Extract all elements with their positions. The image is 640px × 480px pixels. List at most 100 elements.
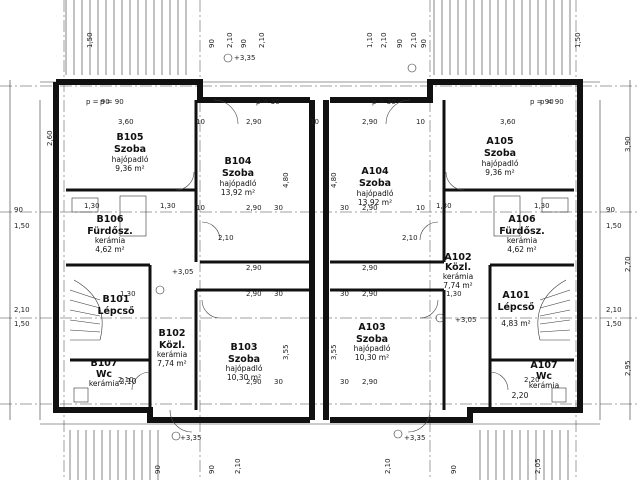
svg-text:2,90: 2,90 [246,204,262,212]
room-a103: A103 Szoba hajópadló 10,30 m² [354,322,391,362]
room-a104: A104 Szoba hajópadló 13,92 m² [357,166,394,207]
room-b101: B101 Lépcső [97,294,135,317]
svg-text:p = 90: p = 90 [100,98,124,106]
svg-text:90: 90 [606,206,615,214]
room-floor: kerámia [89,379,119,388]
svg-text:p = 90: p = 90 [530,98,554,106]
room-area: 9,36 m² [485,168,514,177]
svg-text:4,80: 4,80 [330,172,338,188]
room-name: Wc [96,369,112,380]
svg-text:90: 90 [420,39,428,48]
room-a106: A106 Fürdősz. kerámia 4,62 m² [499,214,545,254]
svg-text:2,90: 2,90 [246,378,262,386]
door-swings [131,99,509,433]
svg-text:1,30: 1,30 [160,202,176,210]
dimension-labels: 90 2,10 90 2,10 1,10 2,10 90 2,10 90 1,5… [14,32,632,474]
room-floor: kerámia [507,236,537,245]
bottom-louvres [69,430,569,480]
svg-text:p = 30: p = 30 [256,98,280,106]
svg-text:30: 30 [274,378,283,386]
svg-text:2,60: 2,60 [46,130,54,146]
room-a107: A107 Wc kerámia 2,20 [512,360,560,400]
room-floor: kerámia [529,381,559,390]
top-louvres [65,0,571,75]
svg-text:2,10: 2,10 [118,376,134,384]
svg-text:1,30: 1,30 [446,290,462,298]
room-floor: hajópadló [220,179,257,188]
svg-text:2,10: 2,10 [384,458,392,474]
svg-text:90: 90 [208,39,216,48]
room-name: Szoba [114,144,146,155]
svg-text:90: 90 [450,465,458,474]
svg-text:90: 90 [240,39,248,48]
svg-text:3,60: 3,60 [118,118,134,126]
room-id: A101 [502,290,529,301]
svg-text:10: 10 [196,118,205,126]
svg-text:2,10: 2,10 [410,32,418,48]
room-area: 4,83 m² [501,319,530,328]
room-name: Lépcső [97,306,135,317]
room-id: B104 [224,156,251,167]
svg-text:1,30: 1,30 [436,202,452,210]
svg-text:90: 90 [154,465,162,474]
svg-text:1,50: 1,50 [14,320,30,328]
room-area: 2,20 [512,391,529,400]
room-id: B107 [90,358,117,369]
room-name: Wc [536,371,552,382]
room-floor: hajópadló [482,159,519,168]
room-b105: B105 Szoba hajópadló 9,36 m² [112,132,149,173]
svg-text:2,90: 2,90 [362,264,378,272]
room-id: B102 [158,328,185,339]
level-label: +3,05 [455,316,476,324]
room-area: 10,30 m² [227,373,261,382]
room-id: A107 [530,360,557,371]
svg-text:1,50: 1,50 [86,32,94,48]
svg-text:2,95: 2,95 [624,360,632,376]
svg-text:2,20: 2,20 [524,376,540,384]
room-id: B103 [230,342,257,353]
room-a105: A105 Szoba hajópadló 9,36 m² [482,136,519,177]
svg-text:2,90: 2,90 [362,378,378,386]
svg-text:3,90: 3,90 [624,136,632,152]
svg-text:90: 90 [208,465,216,474]
svg-text:2,10: 2,10 [234,458,242,474]
room-area: 4,62 m² [95,245,124,254]
room-name: Fürdősz. [499,226,545,237]
room-floor: hajópadló [354,344,391,353]
room-id: B106 [96,214,123,225]
svg-text:2,90: 2,90 [246,290,262,298]
room-floor: hajópadló [112,155,149,164]
room-floor: kerámia [95,236,125,245]
level-markers [155,53,445,441]
svg-text:30: 30 [274,290,283,298]
svg-text:30: 30 [340,290,349,298]
svg-text:2,90: 2,90 [246,118,262,126]
svg-text:3,55: 3,55 [330,344,338,360]
svg-text:3,55: 3,55 [282,344,290,360]
room-id: B105 [116,132,143,143]
level-label: +3,35 [404,434,425,442]
svg-text:2,10: 2,10 [258,32,266,48]
level-label: +3,35 [180,434,201,442]
room-id: A104 [361,166,389,177]
room-name: Fürdősz. [87,226,133,237]
svg-text:1,30: 1,30 [84,202,100,210]
svg-text:1,50: 1,50 [606,320,622,328]
svg-text:1,50: 1,50 [606,222,622,230]
room-floor: hajópadló [226,364,263,373]
room-name: Lépcső [497,302,535,313]
room-floor: hajópadló [357,189,394,198]
room-b106: B106 Fürdősz. kerámia 4,62 m² [87,214,133,254]
room-name: Szoba [484,148,516,159]
room-name: Közl. [159,340,185,351]
room-b104: B104 Szoba hajópadló 13,92 m² [220,156,257,197]
svg-text:2,10: 2,10 [226,32,234,48]
svg-text:3,60: 3,60 [500,118,516,126]
room-b102: B102 Közl. kerámia 7,74 m² [157,328,187,368]
svg-text:2,10: 2,10 [14,306,30,314]
room-a101: A101 Lépcső 4,83 m² [497,290,535,328]
room-area: 7,74 m² [157,359,186,368]
svg-text:2,90: 2,90 [362,118,378,126]
svg-text:2,90: 2,90 [246,264,262,272]
